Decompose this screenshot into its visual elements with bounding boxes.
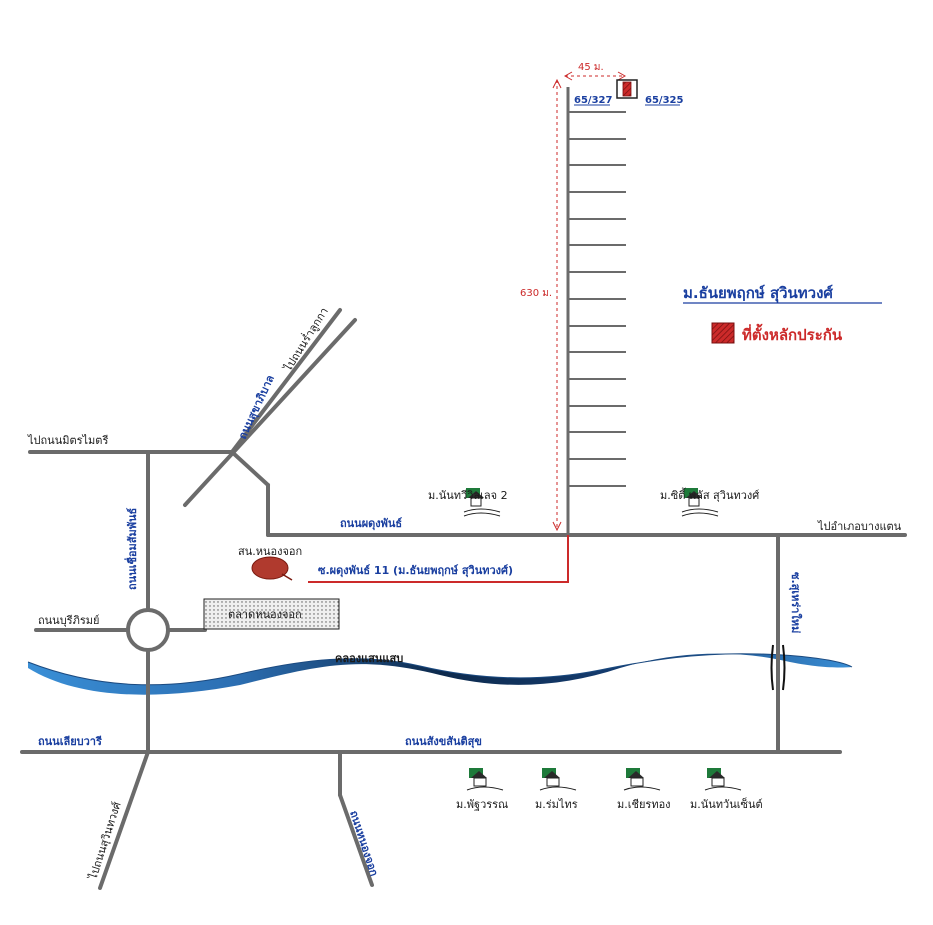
plot-number-left: 65/327 [574, 95, 612, 106]
width-dimension-label: 45 ม. [578, 62, 604, 73]
estate-lanes [568, 111, 626, 487]
bridge-icon-2 [782, 644, 786, 691]
legend-label: ที่ตั้งหลักประกัน [742, 323, 843, 344]
road-label-soi-mai: ซ.สุเหร่าใหม่ [788, 572, 803, 633]
police-station-icon [251, 556, 289, 580]
road-label-chueamsamphan: ถนนเชื่อมสัมพันธ์ [124, 507, 139, 590]
map-title: ม.ธันยพฤกษ์ สุวินทวงศ์ [683, 284, 833, 303]
house-icon [539, 768, 577, 791]
road-label-phadungphan: ถนนผดุงพันธ์ [340, 517, 402, 531]
road-label-burirom: ถนนบุรีภิรมย์ [38, 614, 99, 627]
road-to-rattanakosin-1 [183, 318, 357, 507]
canal-label: คลองแสนแสบ [335, 652, 403, 665]
house-icon [704, 768, 742, 791]
road-label-soi11: ซ.ผดุงพันธ์ 11 (ม.ธันยพฤกษ์ สุวินทวงศ์) [318, 564, 513, 578]
house-icon [466, 768, 504, 791]
road-label-sukhapiban: ถนนสุขาภิบาล [236, 373, 278, 442]
road-to-suwinthawong [98, 750, 150, 890]
property-plot-marker [622, 81, 632, 97]
village-label-city: ม.ซิตี้ พลัส สุวินทวงศ์ [660, 487, 759, 502]
village-label-chiang: ม.เชียรทอง [617, 798, 671, 811]
village-label-rin: ม.นันทวันเซ็นต์ [690, 797, 763, 811]
village-label-nanthawi: ม.นันทวีวิลเลจ 2 [428, 489, 508, 502]
dim-length-arrow-top [552, 78, 562, 89]
dim-length-arrow-bottom [552, 521, 562, 532]
police-pointer [281, 573, 293, 581]
village-label-phonnara: ม.พัฐวรรณ [456, 798, 508, 811]
police-label: สน.หนองจอก [238, 545, 302, 558]
house-icon [623, 768, 661, 791]
village-icons [463, 488, 742, 791]
plot-number-right: 65/325 [645, 95, 683, 106]
length-dimension-label: 630 ม. [520, 288, 552, 299]
roundabout [126, 608, 170, 652]
dim-width-arrow-right [617, 71, 627, 81]
road-label-mitraimaitri: ไปถนนมิตรไมตรี [27, 434, 108, 447]
road-sukhapiban-link [230, 450, 270, 487]
road-to-rattanakosin-2 [230, 308, 342, 454]
khlong-river [28, 653, 852, 695]
market-label: ตลาดหนองจอก [228, 608, 302, 621]
market-block [203, 598, 340, 630]
legend-marker [711, 322, 735, 344]
dim-width-arrow-left [563, 71, 573, 81]
road-label-rattanakosin: ไปถนนร่ำลูกกา [279, 304, 331, 374]
road-label-liapwari: ถนนเลียบวารี [38, 735, 102, 748]
road-label-sangsanti: ถนนสังขสันติสุข [405, 735, 482, 749]
khlong-river-upper-bank [27, 653, 853, 686]
route-soi11 [308, 535, 569, 583]
road-label-bangkhen: ไปอำเภอบางแตน [817, 520, 902, 533]
road-nongchok-2 [338, 793, 374, 887]
bridge-icon [770, 644, 774, 691]
village-label-rompai: ม.ร่มไทร [535, 798, 578, 811]
house-icon [463, 488, 501, 517]
house-icon [681, 488, 719, 517]
